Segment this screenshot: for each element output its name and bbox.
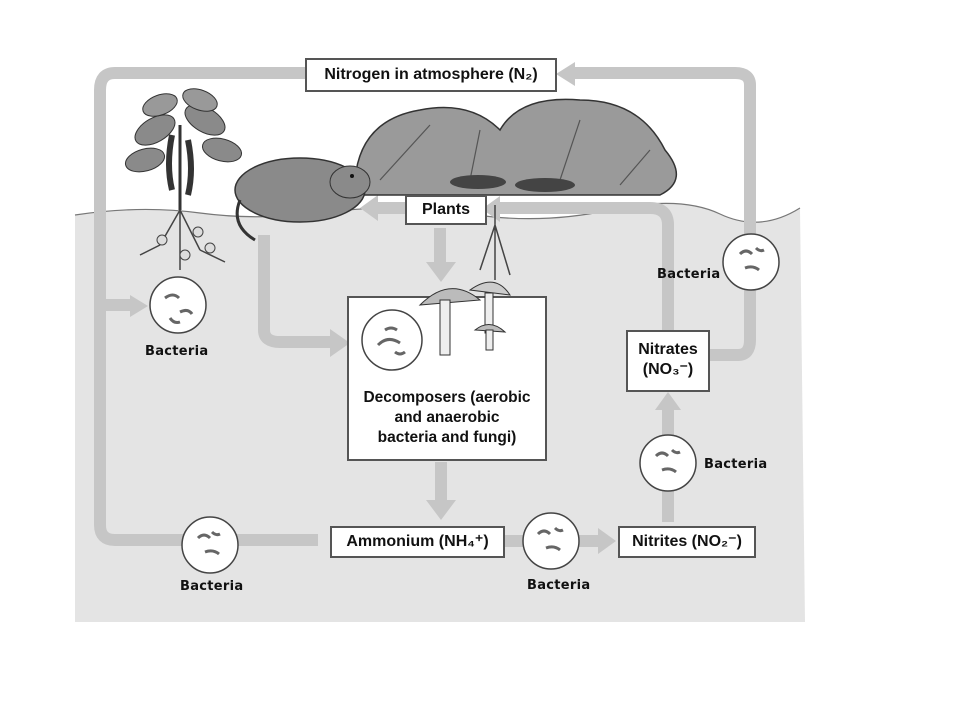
arrow-animal-to-decomposers xyxy=(258,235,330,348)
decomposers-box xyxy=(347,281,547,461)
arrow-nitrates-to-atmosphere xyxy=(570,67,756,361)
bacteria-circle-icon xyxy=(722,233,780,291)
bacteria-label-bottom-left: Bacteria xyxy=(180,579,244,594)
nitrates-formula: (NO₃⁻) xyxy=(642,361,694,378)
atmosphere-label: Nitrogen in atmosphere (N₂) xyxy=(324,66,538,83)
bacteria-circle-icon xyxy=(181,516,239,574)
leafy-plant-icon xyxy=(348,98,677,280)
ammonium-box: Ammonium (NH₄⁺) xyxy=(330,526,505,558)
bacteria-label-right-middle: Bacteria xyxy=(704,457,768,472)
nitrates-label: Nitrates xyxy=(638,341,698,358)
nitrites-label: Nitrites (NO₂⁻) xyxy=(632,533,742,550)
bacteria-circle-icon xyxy=(522,512,580,570)
atmosphere-box: Nitrogen in atmosphere (N₂) xyxy=(305,58,557,92)
ammonium-label: Ammonium (NH₄⁺) xyxy=(346,533,489,550)
decomposers-line-2: and anaerobic xyxy=(394,409,499,426)
bacteria-label-left: Bacteria xyxy=(145,344,209,359)
decomposers-line-3: bacteria and fungi) xyxy=(378,429,517,446)
decomposers-line-1: Decomposers (aerobic xyxy=(363,389,530,406)
plants-label: Plants xyxy=(421,201,470,218)
plants-box: Plants xyxy=(405,195,487,225)
gopher-icon xyxy=(234,157,371,242)
bacteria-circle-icon xyxy=(639,434,697,492)
bacteria-label-bottom-middle: Bacteria xyxy=(527,578,591,593)
arrow-nitrates-to-plants xyxy=(498,202,674,330)
mushroom-icon xyxy=(418,281,512,356)
bacteria-circle-icon xyxy=(149,276,207,334)
nitrites-box: Nitrites (NO₂⁻) xyxy=(618,526,756,558)
bacteria-label-right-top: Bacteria xyxy=(657,267,721,282)
pepper-plant-icon xyxy=(124,88,243,270)
nitrates-box: Nitrates (NO₃⁻) xyxy=(626,330,710,392)
